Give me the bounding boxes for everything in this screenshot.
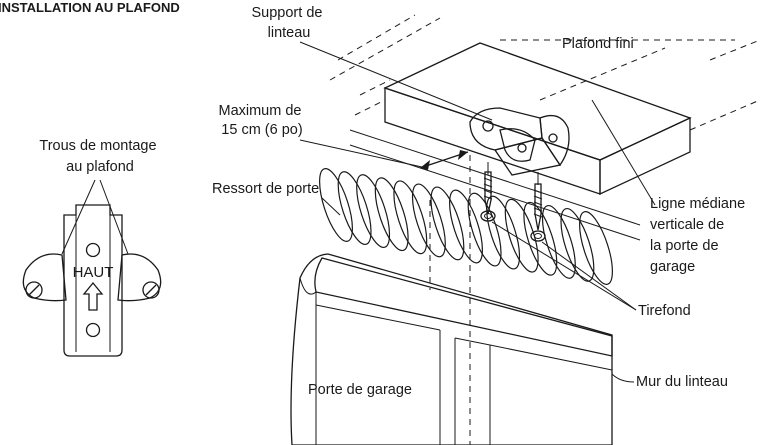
leader-support-linteau: [299, 41, 493, 121]
label-plafond-fini: Plafond fini: [562, 36, 634, 52]
bracket-detail-left-tab: [22, 253, 67, 302]
leader-ligne-mediane: [591, 99, 656, 206]
label-ligne-mediane: Ligne médiane verticale de la porte de g…: [650, 196, 749, 275]
spring-coil: [449, 189, 483, 264]
diagram-title: INSTALLATION AU PLAFOND: [0, 0, 180, 15]
spring-coil: [356, 174, 391, 249]
bracket-detail-right-tab: [117, 253, 162, 302]
label-tirefond: Tirefond: [638, 303, 691, 319]
leader-tirefond-1: [491, 221, 637, 311]
lintel-guide-line-1: [349, 129, 641, 226]
garage-door-wall: [290, 253, 613, 445]
spring-coil: [523, 201, 558, 276]
screw-left-icon: [25, 281, 43, 299]
door-spring: [319, 168, 613, 285]
haut-label: HAUT: [73, 264, 114, 281]
leader-tirefond-2: [541, 241, 637, 311]
label-trous-montage: Trous de montage au plafond: [39, 138, 160, 175]
spring-coil: [337, 171, 372, 246]
lag-screw-left: [480, 162, 496, 222]
spring-coil: [374, 177, 409, 252]
spring-coil: [579, 211, 613, 285]
spring-coil: [319, 168, 353, 242]
mounting-hole-bottom: [85, 322, 101, 338]
label-maximum: Maximum de 15 cm (6 po): [218, 103, 305, 138]
bracket-detail-body: [63, 204, 123, 357]
ceiling-header-block: [383, 42, 692, 196]
spring-coil: [430, 186, 465, 261]
lintel-guide-line-2: [349, 144, 641, 241]
maximum-distance-arrow: [419, 150, 469, 170]
lintel-bracket: [469, 107, 570, 176]
mounting-hole-top: [85, 242, 101, 258]
leader-mur-linteau: [611, 373, 635, 383]
screw-right-icon: [142, 281, 160, 299]
spring-coil: [411, 183, 446, 258]
label-mur-linteau: Mur du linteau: [636, 374, 728, 390]
label-ressort-porte: Ressort de porte: [212, 181, 319, 197]
label-porte-garage: Porte de garage: [308, 382, 412, 398]
bracket-detail: HAUT: [22, 204, 162, 357]
leader-trous-right: [99, 179, 129, 255]
leader-maximum: [299, 139, 423, 168]
leader-ressort: [321, 197, 341, 216]
up-arrow-icon: [82, 281, 104, 311]
ceiling-lines: [329, 14, 760, 131]
spring-coil: [467, 192, 502, 267]
label-support-linteau: Support de linteau: [252, 5, 327, 41]
spring-coil: [393, 180, 428, 255]
leader-trous-left: [61, 179, 96, 255]
